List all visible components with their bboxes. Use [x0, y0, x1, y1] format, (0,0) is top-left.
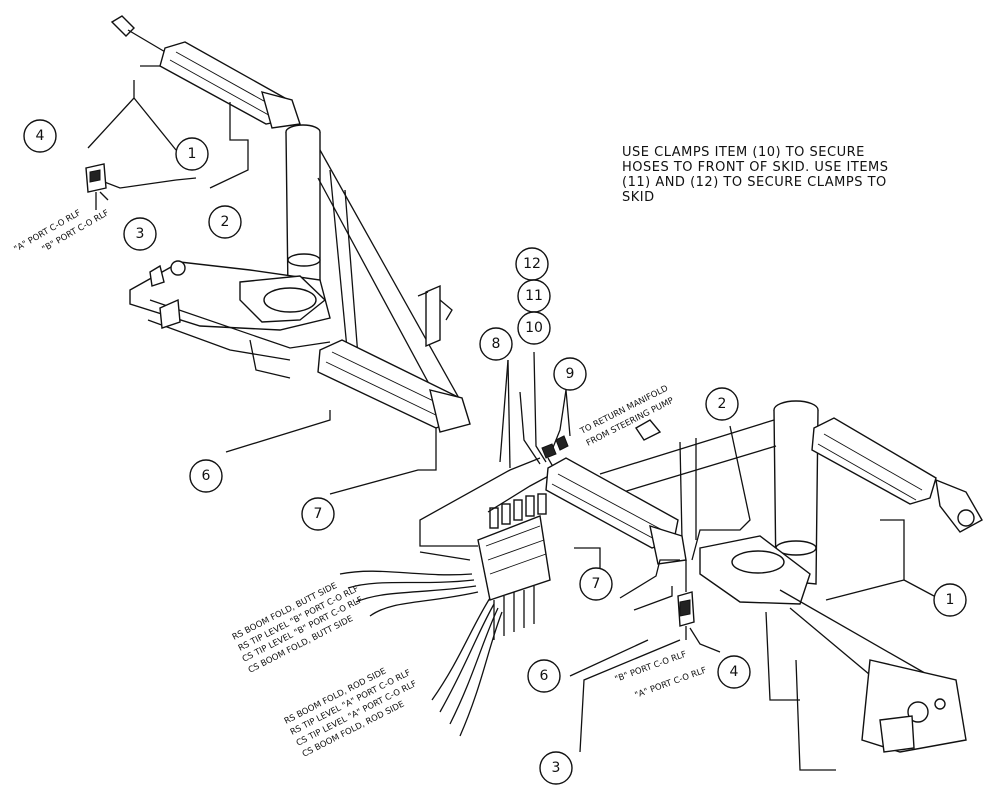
right-pivot-frame: [699, 535, 967, 771]
callout-2-left: 2: [208, 205, 242, 239]
note-line: HOSES TO FRONT OF SKID. USE ITEMS: [622, 160, 889, 175]
left-vertical-post: [285, 124, 461, 409]
rod-side-hoses: [431, 597, 503, 737]
callout-bubbles: 1 2 3 4 6 7 12 11: [23, 119, 967, 785]
callout-number: 10: [525, 320, 543, 336]
right-hose-leaders: [499, 351, 935, 753]
left-boom-assembly: [110, 15, 471, 433]
callout-number: 4: [36, 128, 45, 144]
left-hose-leaders: [85, 65, 437, 495]
callout-number: 8: [492, 336, 501, 352]
right-boom-assembly: [545, 400, 983, 771]
return-manifold-label: TO RETURN MANIFOLD FROM STEERING PUMP: [578, 383, 676, 448]
callout-1-right: 1: [933, 583, 967, 617]
callout-number: 7: [314, 506, 323, 522]
callout-number: 3: [552, 760, 561, 776]
callout-number: 2: [221, 214, 230, 230]
callout-number: 7: [592, 576, 601, 592]
right-vertical-post: [599, 400, 819, 585]
callout-number: 9: [566, 366, 575, 382]
callout-number: 1: [946, 592, 955, 608]
control-valve-bank: [419, 457, 557, 640]
rod-side-labels: RS BOOM FOLD, ROD SIDE RS TIP LEVEL "A" …: [283, 666, 419, 759]
note-line: SKID: [622, 190, 655, 205]
butt-side-hoses: [339, 570, 479, 617]
callout-number: 6: [202, 468, 211, 484]
callout-number: 2: [718, 396, 727, 412]
callout-number: 12: [523, 256, 541, 272]
callout-2-right: 2: [705, 387, 739, 421]
callout-7-left: 7: [301, 497, 335, 531]
callout-6-right: 6: [527, 659, 561, 693]
callout-3-left: 3: [123, 217, 157, 251]
callout-9: 9: [553, 357, 587, 391]
callout-4-right: 4: [717, 655, 751, 689]
butt-side-labels: RS BOOM FOLD, BUTT SIDE RS TIP LEVEL "B"…: [231, 581, 365, 676]
callout-number: 11: [525, 288, 543, 304]
instruction-note: USE CLAMPS ITEM (10) TO SECURE HOSES TO …: [622, 145, 952, 205]
callout-4-left: 4: [23, 119, 57, 153]
left-pivot-frame: [129, 260, 331, 379]
hose-clamp: [541, 435, 569, 459]
callout-6-left: 6: [189, 459, 223, 493]
left-lower-cylinder: [317, 284, 471, 433]
callout-10: 10: [517, 311, 551, 345]
callout-number: 6: [540, 668, 549, 684]
callout-1-left: 1: [175, 137, 209, 171]
note-line: USE CLAMPS ITEM (10) TO SECURE: [622, 145, 865, 160]
callout-8: 8: [479, 327, 513, 361]
callout-12: 12: [515, 247, 549, 281]
right-lower-cylinder: [545, 419, 687, 565]
callout-number: 1: [188, 146, 197, 162]
right-upper-cylinder: [811, 417, 983, 533]
callout-3-right: 3: [539, 751, 573, 785]
callout-7-right: 7: [579, 567, 613, 601]
note-line: (11) AND (12) TO SECURE CLAMPS TO: [622, 175, 887, 190]
port-labels: "A" PORT C-O RLF "B" PORT C-O RLF "B" PO…: [13, 208, 709, 701]
callout-11: 11: [517, 279, 551, 313]
callout-number: 3: [136, 226, 145, 242]
left-upper-cylinder: [110, 15, 301, 129]
callout-number: 4: [730, 664, 739, 680]
